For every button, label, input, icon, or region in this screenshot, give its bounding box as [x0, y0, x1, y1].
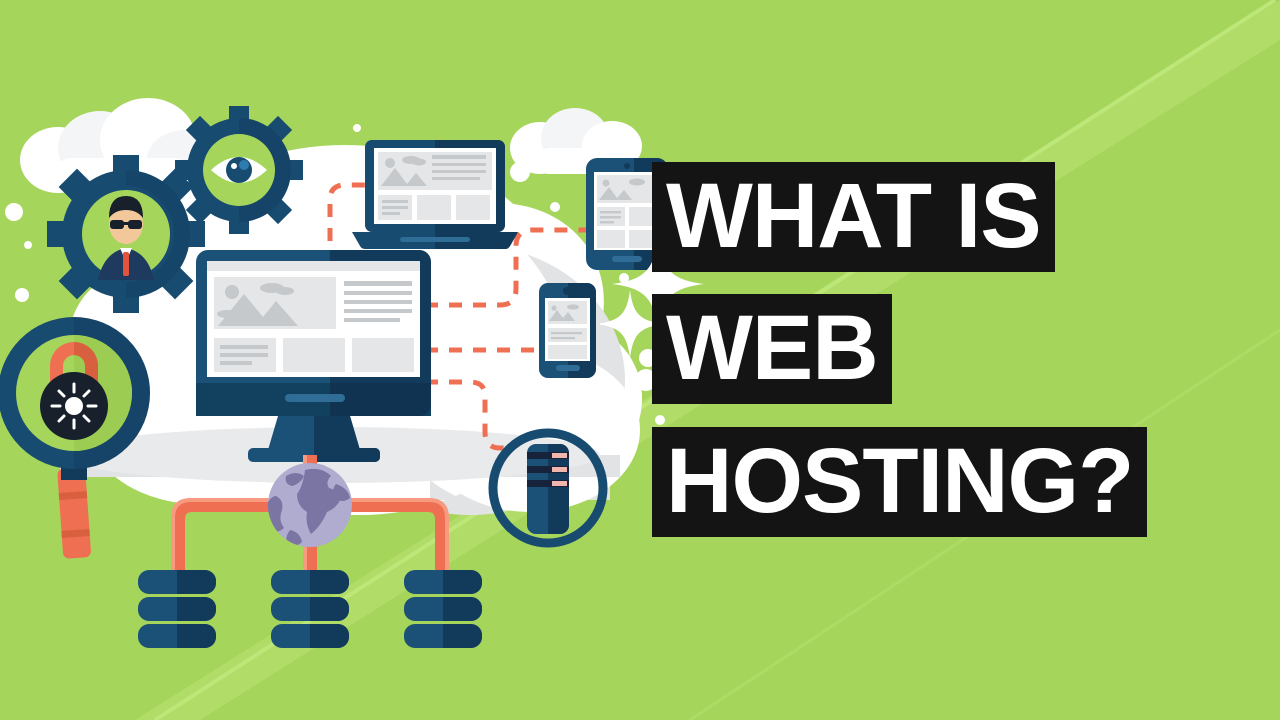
poster-title: WHAT IS WEB HOSTING? [652, 162, 1272, 538]
gear-eye-icon [175, 106, 303, 234]
title-line-3-wrap: HOSTING? [652, 427, 1272, 538]
smartphone-device [539, 283, 596, 378]
magnifier-lock-icon [0, 317, 150, 559]
title-line-2: WEB [652, 294, 892, 405]
laptop-device [352, 140, 518, 249]
gear-user-icon [47, 155, 205, 313]
title-line-3: HOSTING? [652, 427, 1148, 538]
database-stack-center [271, 570, 349, 648]
web-hosting-illustration [0, 98, 668, 648]
title-line-1: WHAT IS [652, 162, 1055, 273]
title-line-1-wrap: WHAT IS [652, 162, 1272, 294]
database-stack-left [138, 570, 216, 648]
database-stack-right [404, 570, 482, 648]
title-line-2-wrap: WEB [652, 294, 1272, 427]
